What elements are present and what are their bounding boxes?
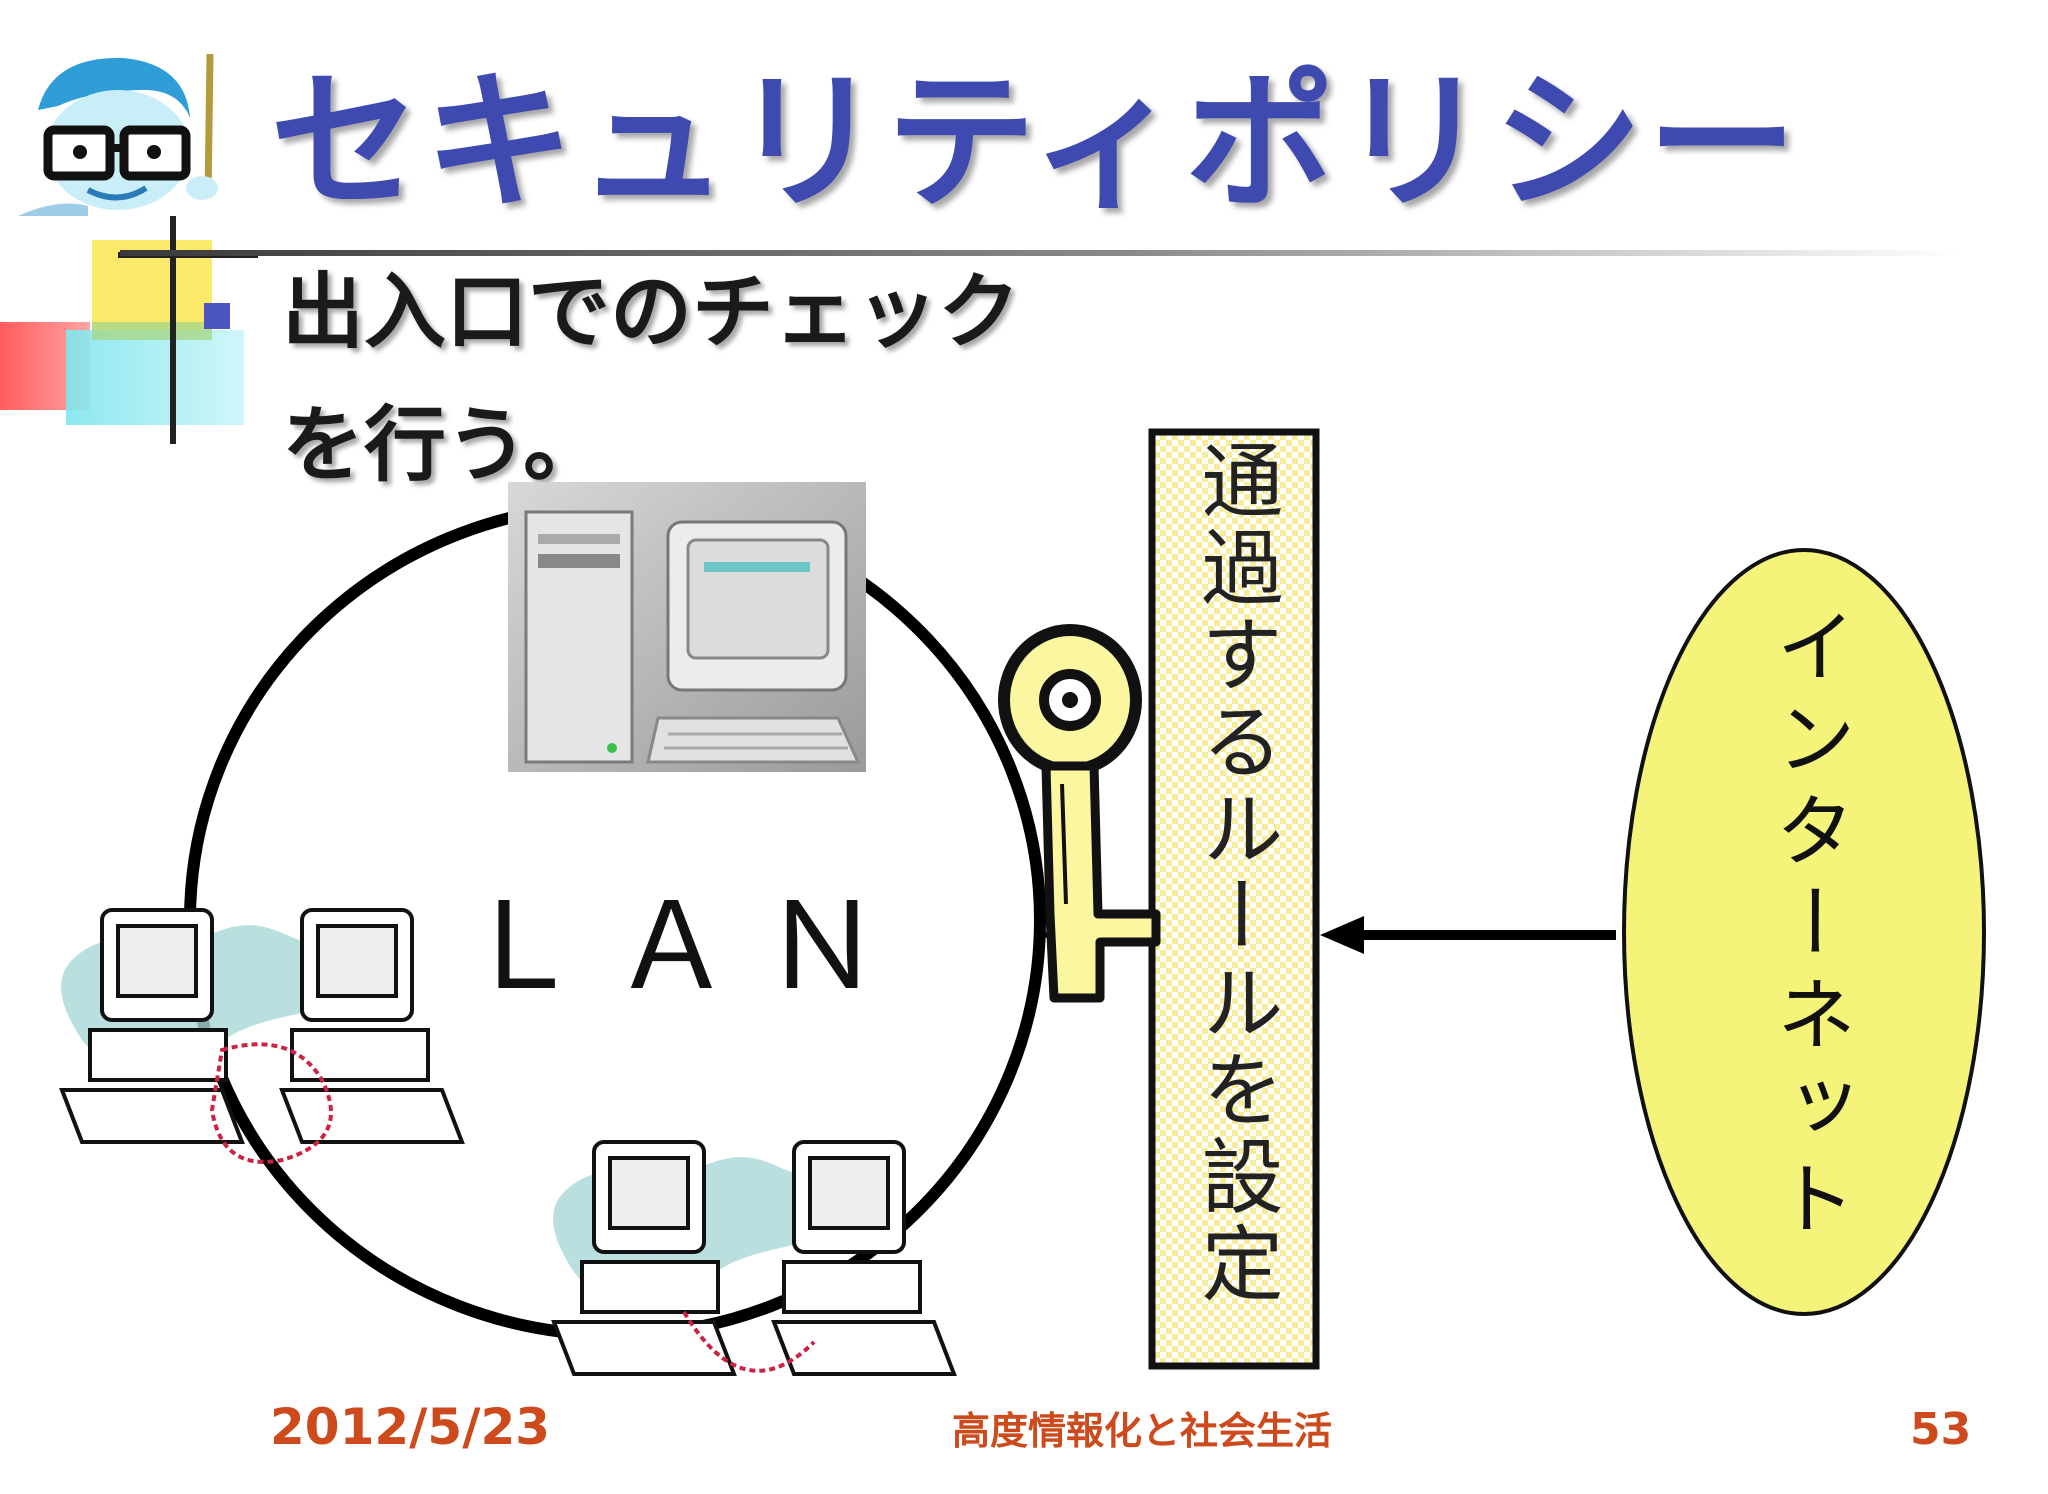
page-number: 53 [1910, 1404, 1972, 1455]
bullet-text-line-1: 出入口でのチェック [282, 265, 1021, 360]
server-computer-icon [508, 482, 866, 772]
rule-box-label: 通過するルールを設定 [1187, 438, 1282, 1308]
title-divider [120, 250, 1960, 256]
internet-cloud [1622, 548, 1986, 1316]
slide-title: セキュリティポリシー [270, 56, 1802, 230]
bullet-text-line-2: を行う。 [282, 398, 606, 493]
internet-label: インターネット [1763, 605, 1856, 1249]
lan-label: ＬＡＮ [462, 878, 912, 1017]
desktop-computer-icon [59, 908, 465, 1164]
footer-date: 2012/5/23 [270, 1398, 551, 1456]
teacher-mascot-icon [18, 53, 218, 216]
rule-box [1148, 428, 1320, 1370]
desktop-computer-icon [551, 1140, 957, 1376]
key-icon [998, 624, 1161, 1003]
arrow-left-icon [1320, 916, 1616, 954]
footer-course-title: 高度情報化と社会生活 [952, 1409, 1333, 1453]
bullet-marker [204, 303, 230, 329]
